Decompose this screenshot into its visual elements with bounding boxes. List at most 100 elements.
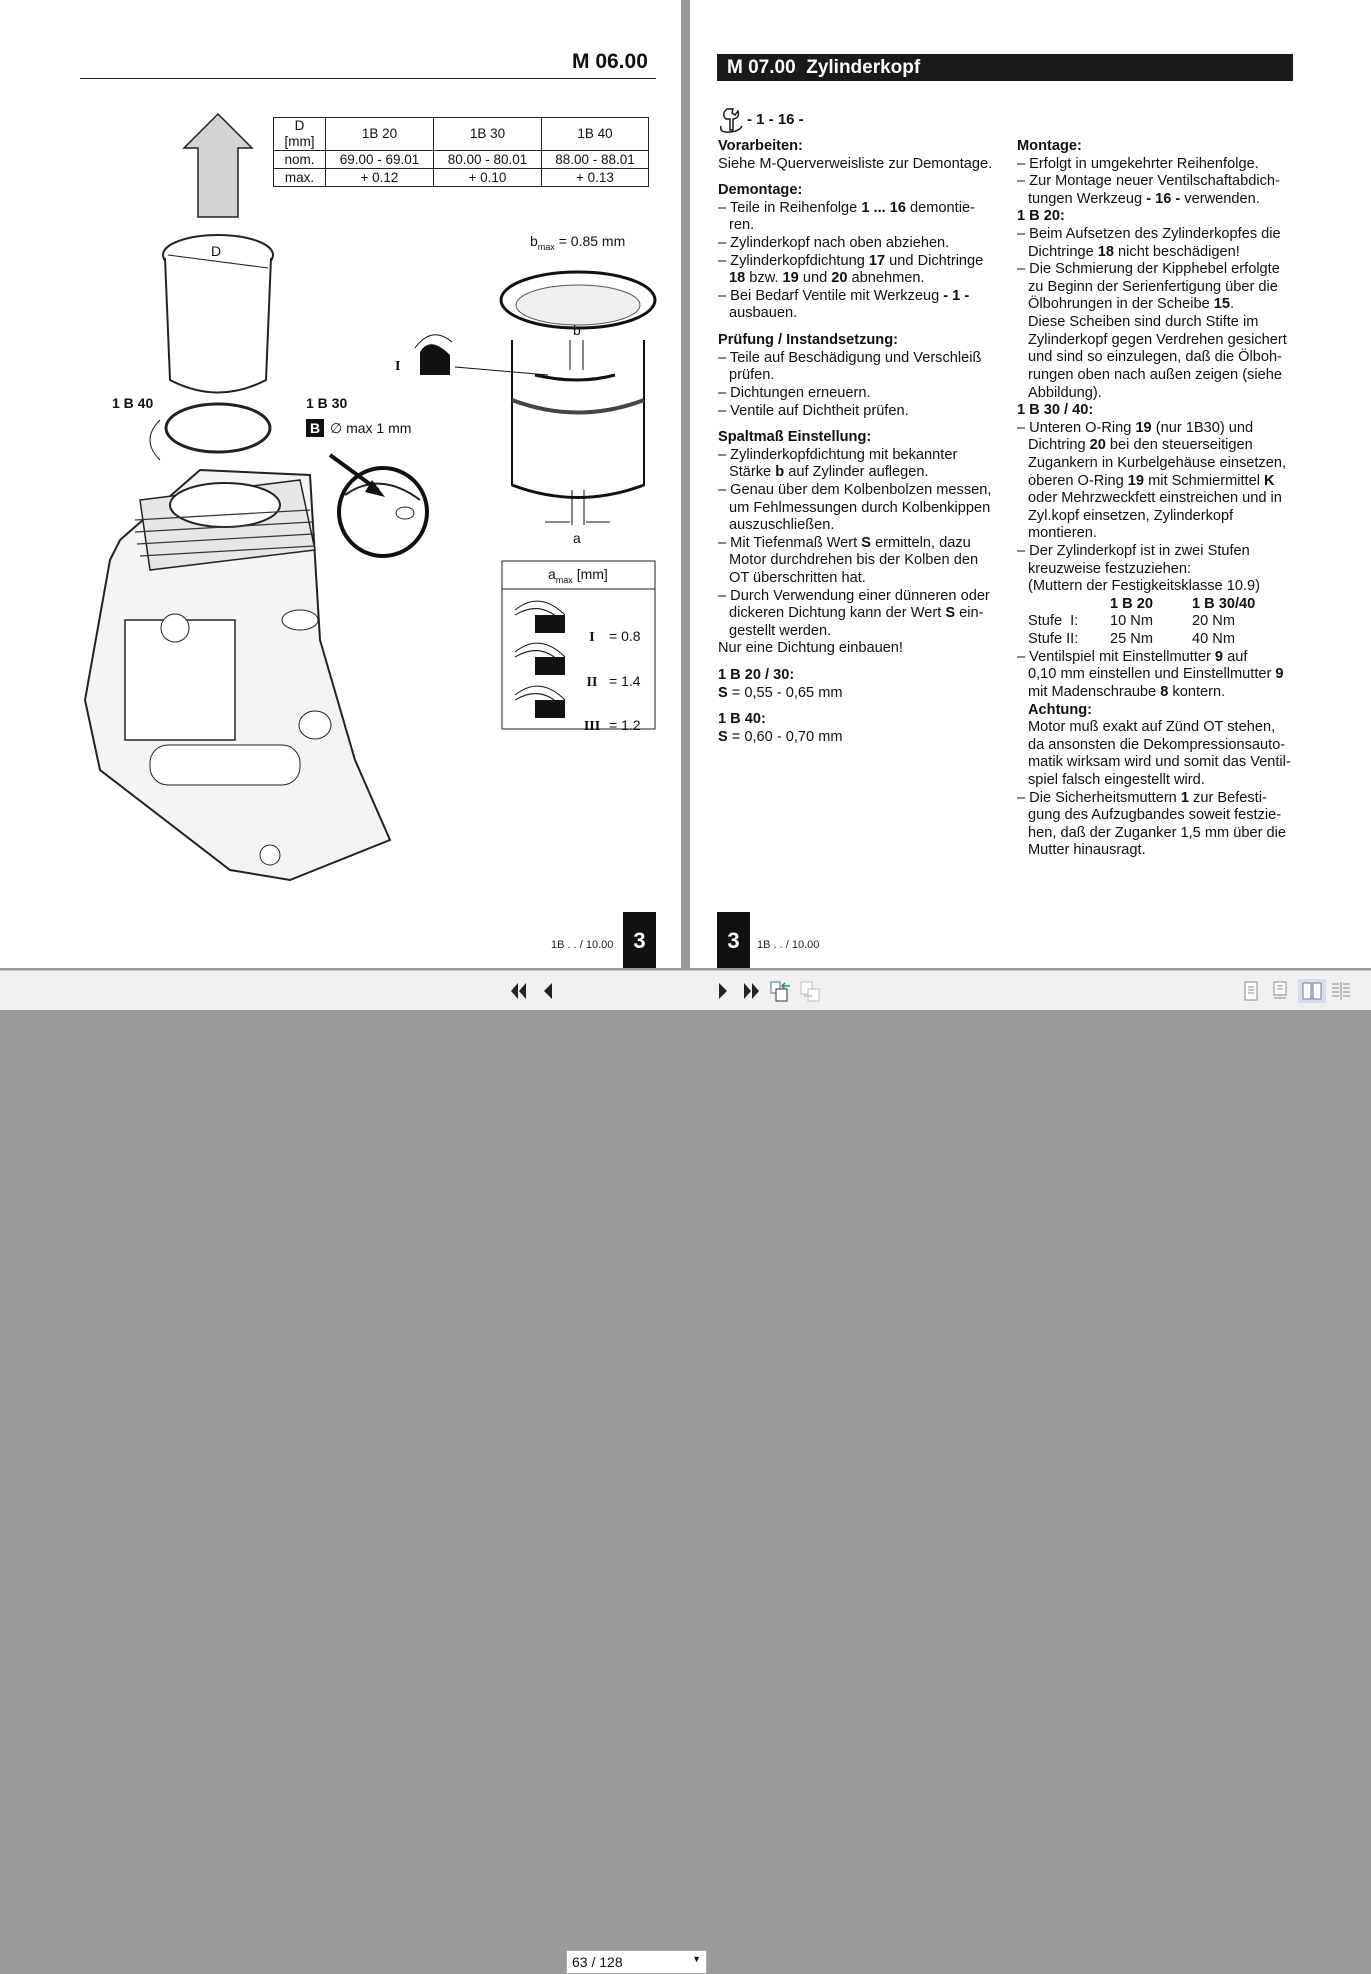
text: – Ventile auf Dichtheit prüfen.: [718, 402, 909, 419]
text: da ansonsten die Dekompressionsauto-: [1028, 736, 1286, 753]
page-number-input[interactable]: 63 / 128▼: [566, 1950, 707, 1974]
text-line: Mutter hinausragt.: [1017, 842, 1291, 860]
bold-text: - 1 -: [943, 287, 970, 304]
text-line: OT überschritten hat.: [718, 570, 992, 588]
table-cell: nom.: [273, 150, 326, 169]
table-header: 1B 30: [433, 117, 542, 151]
text-line: um Fehlmessungen durch Kolbenkippen: [718, 500, 992, 518]
section-heading: 1 B 40:: [718, 711, 992, 729]
insert-page-icon: [800, 981, 820, 1002]
text-line: – Zylinderkopf nach oben abziehen.: [718, 235, 992, 253]
text: – Zylinderkopf nach oben abziehen.: [718, 235, 950, 252]
text-column-left: Vorarbeiten:Siehe M-Querverweisliste zur…: [718, 138, 992, 747]
table-cell: 69.00 - 69.01: [325, 150, 434, 169]
bold-text: K: [1264, 472, 1275, 489]
first-page-button[interactable]: [508, 979, 530, 1003]
amax-row: I= 0.8: [575, 615, 640, 660]
table-cell: + 0.12: [325, 168, 434, 187]
text: ein-: [955, 605, 984, 622]
text-line: – Genau über dem Kolbenbolzen messen,: [718, 482, 992, 500]
text-line: Abbildung).: [1017, 385, 1291, 403]
text-line: hen, daß der Zuganker 1,5 mm über die: [1017, 825, 1291, 843]
text-line: matik wirksam wird und somit das Ventil-: [1017, 754, 1291, 772]
text-line: (Muttern der Festigkeitsklasse 10.9): [1017, 578, 1291, 596]
text-line: – Zylinderkopfdichtung 17 und Dichtringe: [718, 253, 992, 271]
amax-row: III= 1.2: [575, 704, 641, 749]
bold-text: 9: [1214, 648, 1224, 665]
text: – Zylinderkopfdichtung mit bekannter: [718, 446, 958, 463]
label-1b30: 1 B 30: [306, 395, 348, 411]
text-line: tungen Werkzeug - 16 - verwenden.: [1017, 191, 1291, 209]
text-line: montieren.: [1017, 525, 1291, 543]
text: und: [798, 270, 832, 287]
table-cell: + 0.10: [433, 168, 542, 187]
amax-value: = 1.4: [609, 672, 641, 689]
insert-page-button[interactable]: [800, 979, 822, 1003]
label-diameter-max: ∅ max 1 mm: [330, 420, 411, 437]
text-line: Diese Scheiben sind durch Stifte im: [1017, 314, 1291, 332]
bold-text: Spaltmaß Einstellung:: [718, 429, 872, 446]
text: Dichtringe: [1028, 243, 1098, 260]
text: oberen O-Ring: [1028, 472, 1128, 489]
text-line: gestellt werden.: [718, 623, 992, 641]
text-line: – Erfolgt in umgekehrter Reihenfolge.: [1017, 156, 1291, 174]
text: zur Befesti-: [1188, 789, 1267, 806]
text: Zyl.kopf einsetzen, Zylinderkopf: [1028, 507, 1234, 524]
last-page-button[interactable]: [740, 979, 762, 1003]
chevron-down-icon[interactable]: ▼: [692, 1954, 701, 1964]
extract-page-button[interactable]: [770, 979, 792, 1003]
bold-text: 8: [1160, 683, 1169, 700]
amax-roman: I: [589, 630, 595, 645]
bold-text: 19: [1135, 419, 1152, 436]
torque-cell: Stufe II:: [1028, 631, 1079, 648]
text-line: – Ventilspiel mit Einstellmutter 9 auf: [1017, 649, 1291, 667]
text: demontie-: [905, 199, 975, 216]
bold-text: 1 B 20 / 30:: [718, 667, 795, 684]
two-page-continuous-view-icon: [1332, 982, 1350, 1000]
two-page-view-button[interactable]: [1298, 979, 1326, 1003]
single-page-view-button[interactable]: [1240, 979, 1262, 1003]
torque-cell: 1 B 20: [1110, 595, 1153, 612]
text-line: da ansonsten die Dekompressionsauto-: [1017, 737, 1291, 755]
text-line: Zyl.kopf einsetzen, Zylinderkopf: [1017, 508, 1291, 526]
text-line: Motor muß exakt auf Zünd OT stehen,: [1017, 719, 1291, 737]
bold-text: - 16 -: [1146, 190, 1181, 207]
bold-text: 18: [1097, 243, 1114, 260]
text-line: Dichtringe 18 nicht beschädigen!: [1017, 244, 1291, 262]
text: abnehmen.: [847, 270, 925, 287]
section-heading: 1 B 30 / 40:: [1017, 402, 1291, 420]
bold-text: 1: [1180, 789, 1189, 806]
table-header: 1B 40: [541, 117, 649, 151]
page-footer: 1B . . / 10.00: [551, 939, 614, 951]
bold-text: 1 B 30 / 40:: [1017, 402, 1094, 419]
bmax-value: = 0.85 mm: [558, 233, 626, 249]
text-line: 0,10 mm einstellen und Einstellmutter 9: [1017, 666, 1291, 684]
continuous-view-button[interactable]: [1269, 979, 1291, 1003]
text: um Fehlmessungen durch Kolbenkippen: [729, 499, 991, 516]
text: Siehe M-Querverweisliste zur Demontage.: [718, 155, 993, 172]
title-rule: [80, 78, 656, 79]
text: Abbildung).: [1028, 384, 1102, 401]
label-d: D: [211, 243, 222, 259]
text: (nur 1B30) und: [1151, 419, 1254, 436]
two-page-continuous-view-button[interactable]: [1330, 979, 1352, 1003]
text: ermitteln, dazu: [871, 534, 971, 551]
text-line: Dichtring 20 bei den steuerseitigen: [1017, 437, 1291, 455]
bold-text: S: [718, 728, 728, 745]
text-line: zu Beginn der Serienfertigung über die: [1017, 279, 1291, 297]
prev-page-button[interactable]: [537, 979, 559, 1003]
next-page-button[interactable]: [712, 979, 734, 1003]
text: ausbauen.: [729, 305, 798, 322]
two-page-view-icon: [1302, 982, 1322, 1000]
section-heading: 1 B 20:: [1017, 208, 1291, 226]
diameter-text: max 1 mm: [346, 420, 412, 436]
bold-text: 17: [868, 252, 886, 269]
amax-sub: max: [555, 574, 573, 585]
text-line: Zugankern in Kurbelgehäuse einsetzen,: [1017, 455, 1291, 473]
text: gung des Aufzugbandes soweit festzie-: [1028, 807, 1282, 824]
text: tungen Werkzeug: [1028, 190, 1147, 207]
text-line: auszuschließen.: [718, 517, 992, 535]
first-page-icon: [511, 983, 526, 999]
